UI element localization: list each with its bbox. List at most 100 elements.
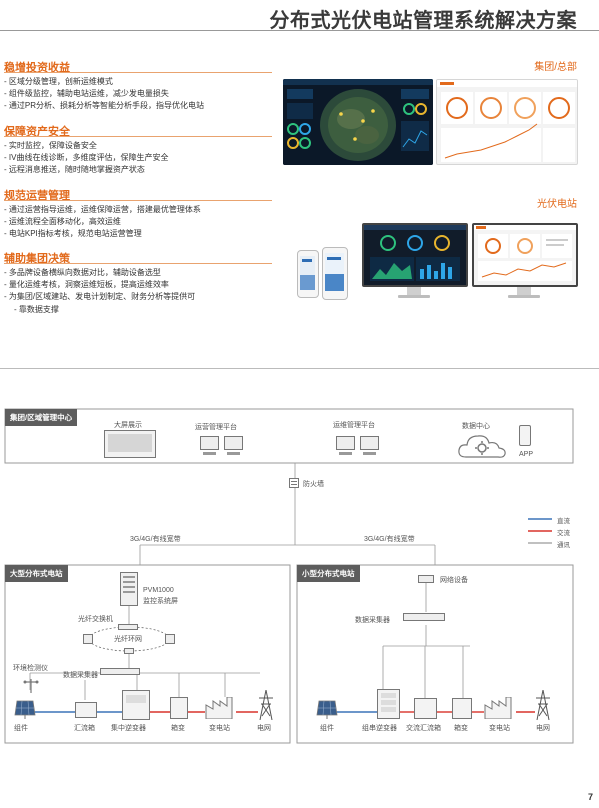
collector-label-small: 数据采集器 [355,617,390,624]
network-device-icon [418,575,434,583]
server-cabinet-icon [120,572,138,606]
ops-platform-label: 运营管理平台 [195,424,237,431]
section-heading-security: 保障资产安全 [4,126,70,138]
computer-icon [224,436,243,450]
data-collector-icon [403,613,445,621]
label-ac-combiner: 交流汇流箱 [406,725,441,732]
label-substation: 变电站 [489,725,510,732]
computer-icon [360,436,379,450]
data-collector-icon [100,668,140,675]
dashboard-overview-screenshot [436,79,578,165]
label-central-inverter: 集中逆变器 [111,725,146,732]
monitor-stand [407,287,421,295]
solar-panel-icon [14,699,36,724]
central-inverter-icon [122,690,150,720]
legend-comm: 通讯 [557,542,570,549]
fiber-ring-label: 光纤环网 [114,636,142,643]
section-heading-operations: 规范运营管理 [4,190,70,202]
firewall-label: 防火墙 [303,481,324,488]
list-item: IV曲线在线诊断，多维度评估，保障生产安全 [4,152,169,164]
section-list-security: 实时监控，保障设备安全 IV曲线在线诊断，多维度评估，保障生产安全 远程消息推送… [4,140,169,177]
box-transformer-icon [452,698,472,719]
substation-icon [205,696,237,724]
string-inverter-icon [377,689,400,719]
computer-base [363,452,376,455]
monitor-dark-dashboard [362,223,468,287]
list-item: 远程消息推送，随时随地掌握资产状态 [4,164,168,176]
big-screen-label: 大屏展示 [114,422,142,429]
computer-base [203,452,216,455]
box-transformer-icon [170,697,188,719]
app-label: APP [519,451,534,458]
fiber-switch-label: 光纤交换机 [78,616,113,623]
data-center-label: 数据中心 [462,423,490,430]
monitor-light-dashboard [472,223,578,287]
title-divider [0,30,599,31]
computer-icon [336,436,355,450]
label-grid: 电网 [536,725,550,732]
large-station-header: 大型分布式电站 [5,565,68,582]
weather-station-icon [22,677,40,698]
list-item: 通过PR分析、损耗分析等智能分析手段，指导优化电站 [4,100,204,112]
page-title: 分布式光伏电站管理系统解决方案 [269,10,577,32]
solar-panel-icon [316,699,338,724]
section-heading-decision: 辅助集团决策 [4,253,70,265]
power-tower-icon [258,689,274,725]
label-substation: 变电站 [209,725,230,732]
network-device-label: 网络设备 [440,577,468,584]
list-item: 区域分级管理，创新运维模式 [4,76,204,88]
computer-base [339,452,352,455]
switch-icon [124,648,134,654]
substation-icon [484,696,516,724]
computer-base [227,452,240,455]
phone-device-2 [322,247,348,300]
list-item: 实时监控，保障设备安全 [4,140,168,152]
section-list-decision: 多品牌设备横纵向数据对比，辅助设备选型 量化运维考核，洞察运维短板，提高运维效率… [4,267,195,316]
env-monitor-label: 环境检测仪 [13,665,48,672]
list-item: 多品牌设备横纵向数据对比，辅助设备选型 [4,267,195,279]
section-list-returns: 区域分级管理，创新运维模式 组件级监控，辅助电站运维，减少发电量损失 通过PR分… [4,76,204,113]
section-separator [0,368,599,369]
section-list-operations: 通过运营指导运维，运维保障运营，搭建最优管理体系 运维流程全面移动化，高效运维 … [4,204,201,241]
combiner-box-icon [75,702,97,718]
network-label-left: 3G/4G/有线宽带 [130,536,181,543]
switch-icon [83,634,93,644]
power-tower-icon [535,689,551,725]
list-item-continuation: 靠数据支撑 [4,304,195,316]
list-item: 电站KPI指标考核，规范电站运营管理 [4,228,201,240]
section-divider [4,72,272,73]
list-item: 运维流程全面移动化，高效运维 [4,216,201,228]
section-divider [4,263,272,264]
computer-icon [200,436,219,450]
label-combiner: 汇流箱 [74,725,95,732]
pvm-desc: 监控系统屏 [143,598,178,605]
label-module: 组件 [14,725,28,732]
legend-dc: 直流 [557,518,570,525]
label-module: 组件 [320,725,334,732]
firewall-icon [289,478,299,488]
network-label-right: 3G/4G/有线宽带 [364,536,415,543]
big-screen-icon [104,430,156,458]
list-item: 组件级监控，辅助电站运维，减少发电量损失 [4,88,204,100]
group-center-header: 集团/区域管理中心 [5,409,78,426]
ac-combiner-icon [414,698,437,719]
phone-device-1 [297,250,319,298]
monitor-stand [517,287,531,295]
page-number: 7 [587,792,593,802]
list-item: 为集团/区域建站、发电计划制定、财务分析等提供可 [4,291,195,303]
switch-icon [165,634,175,644]
collector-label-large: 数据采集器 [63,672,98,679]
maint-platform-label: 运维管理平台 [333,422,375,429]
switch-icon [118,624,138,630]
monitor-base [508,295,540,298]
tag-pv-station: 光伏电站 [537,199,577,210]
label-box-transformer: 箱变 [171,725,185,732]
section-heading-returns: 稳增投资收益 [4,62,70,74]
section-divider [4,200,272,201]
phone-icon [519,425,531,446]
label-box-transformer: 箱变 [454,725,468,732]
dashboard-map-screenshot [283,79,433,165]
monitor-base [398,295,430,298]
small-station-header: 小型分布式电站 [297,565,360,582]
